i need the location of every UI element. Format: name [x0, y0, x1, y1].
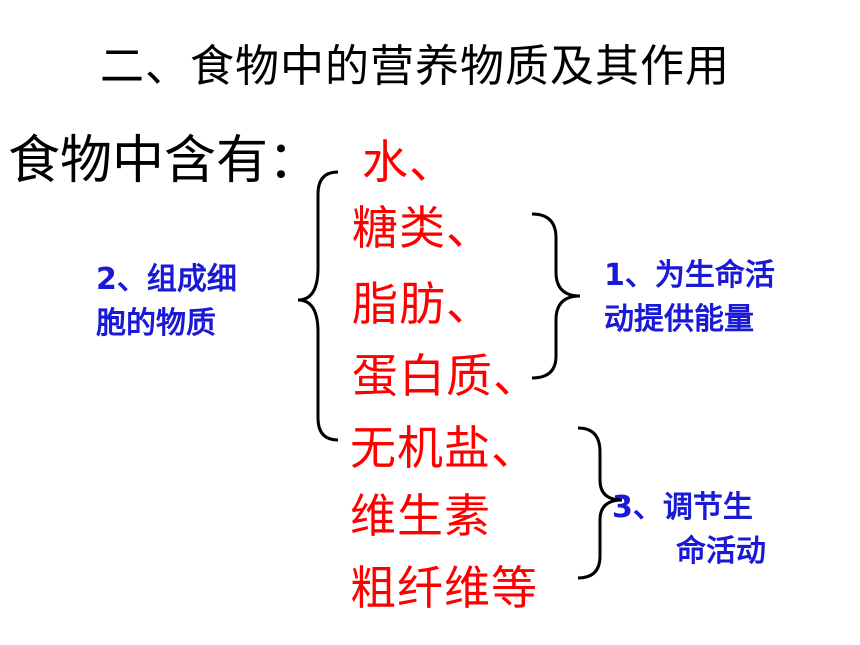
nutrient-water: 水、 — [362, 135, 456, 189]
right-brace-energy — [531, 212, 581, 380]
nutrient-minerals: 无机盐、 — [350, 421, 538, 475]
note-energy: 1、为生命活 动提供能量 — [604, 254, 775, 342]
note-cell-material-line1: 2、组成细 — [96, 262, 237, 297]
lead-text: 食物中含有： — [8, 131, 321, 191]
note-regulation: 3、调节生 命活动 — [612, 486, 766, 574]
nutrient-vitamins: 维生素 — [350, 489, 491, 543]
right-brace-regulation — [577, 426, 623, 580]
nutrient-fiber: 粗纤维等 — [350, 561, 538, 615]
left-brace — [297, 170, 339, 442]
nutrient-sugar: 糖类、 — [352, 201, 493, 255]
note-regulation-line1: 3、调节生 — [612, 490, 753, 525]
note-regulation-line2: 命活动 — [676, 534, 766, 569]
note-cell-material: 2、组成细 胞的物质 — [96, 258, 237, 346]
nutrient-fat: 脂肪、 — [352, 277, 493, 331]
note-energy-line2: 动提供能量 — [604, 302, 754, 337]
nutrient-protein: 蛋白质、 — [352, 349, 540, 403]
note-cell-material-line2: 胞的物质 — [96, 306, 216, 341]
note-energy-line1: 1、为生命活 — [604, 258, 775, 293]
slide-title: 二、食物中的营养物质及其作用 — [100, 41, 730, 92]
